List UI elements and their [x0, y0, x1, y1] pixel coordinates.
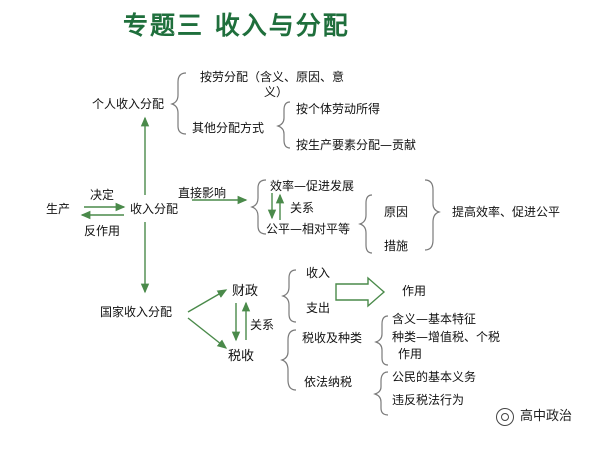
watermark: 高中政治: [496, 408, 572, 426]
node-gongmin: 公民的基本义务: [392, 370, 477, 384]
node-shuishoujizhonglei: 税收及种类: [302, 331, 363, 345]
brace-nashui: [373, 371, 389, 416]
block-arrow: [335, 276, 386, 308]
node-shuishou: 税收: [228, 349, 255, 364]
node-caizheng: 财政: [232, 284, 259, 299]
node-zhonglei: 种类—增值税、个税: [392, 330, 501, 344]
brace-other: [276, 101, 291, 149]
node-hanyi: 含义—基本特征: [392, 312, 477, 326]
arrow-caizheng: [187, 289, 228, 313]
node-jueding: 决定: [90, 188, 115, 202]
node-cuoshi: 措施: [384, 239, 409, 253]
node-guojiashourufenpei: 国家收入分配: [100, 305, 173, 319]
node-qitafenpeifangshi: 其他分配方式: [192, 121, 265, 135]
brace-shuishou: [280, 329, 297, 391]
node-zhichu: 支出: [306, 301, 331, 315]
node-gongping: 公平—相对平等: [266, 222, 351, 236]
node-yuanyin: 原因: [384, 205, 409, 219]
node-xiaolv: 效率—促进发展: [270, 179, 355, 193]
page-title: 专题三 收入与分配: [123, 11, 350, 40]
node-shengchan: 生产: [46, 202, 71, 216]
node-anlaofenpei-line1: 按劳分配（含义、原因、意: [200, 70, 345, 84]
node-zhijieyingxiang: 直接影响: [178, 186, 227, 200]
node-zuoyong1: 作用: [402, 284, 427, 298]
node-guanxi1: 关系: [290, 201, 315, 215]
wechat-logo-icon: [496, 408, 514, 426]
brace-shuizhong: [374, 315, 389, 366]
node-zuoyong2: 作用: [398, 347, 423, 361]
brace-direct: [250, 179, 267, 235]
brace-reason-measure: [358, 194, 373, 254]
node-guanxi2: 关系: [250, 318, 275, 332]
node-gerenshourufenpei: 个人收入分配: [92, 97, 165, 111]
node-geti: 按个体劳动所得: [296, 102, 381, 116]
node-fanzuoyong: 反作用: [84, 224, 121, 238]
node-tigao: 提高效率、促进公平: [452, 205, 561, 219]
watermark-text: 高中政治: [520, 409, 573, 424]
node-anlaofenpei-line2: 义）: [264, 85, 289, 99]
node-shourufenpei: 收入分配: [130, 202, 179, 216]
arrow-shuishou: [187, 317, 228, 349]
node-shouru: 收入: [306, 266, 331, 280]
node-yaosu: 按生产要素分配—贡献: [296, 138, 417, 152]
brace-personal: [170, 72, 187, 135]
node-weifan: 违反税法行为: [392, 393, 465, 407]
node-yifanasui: 依法纳税: [304, 375, 353, 389]
brace-right: [424, 179, 441, 251]
brace-caizheng: [281, 269, 297, 323]
